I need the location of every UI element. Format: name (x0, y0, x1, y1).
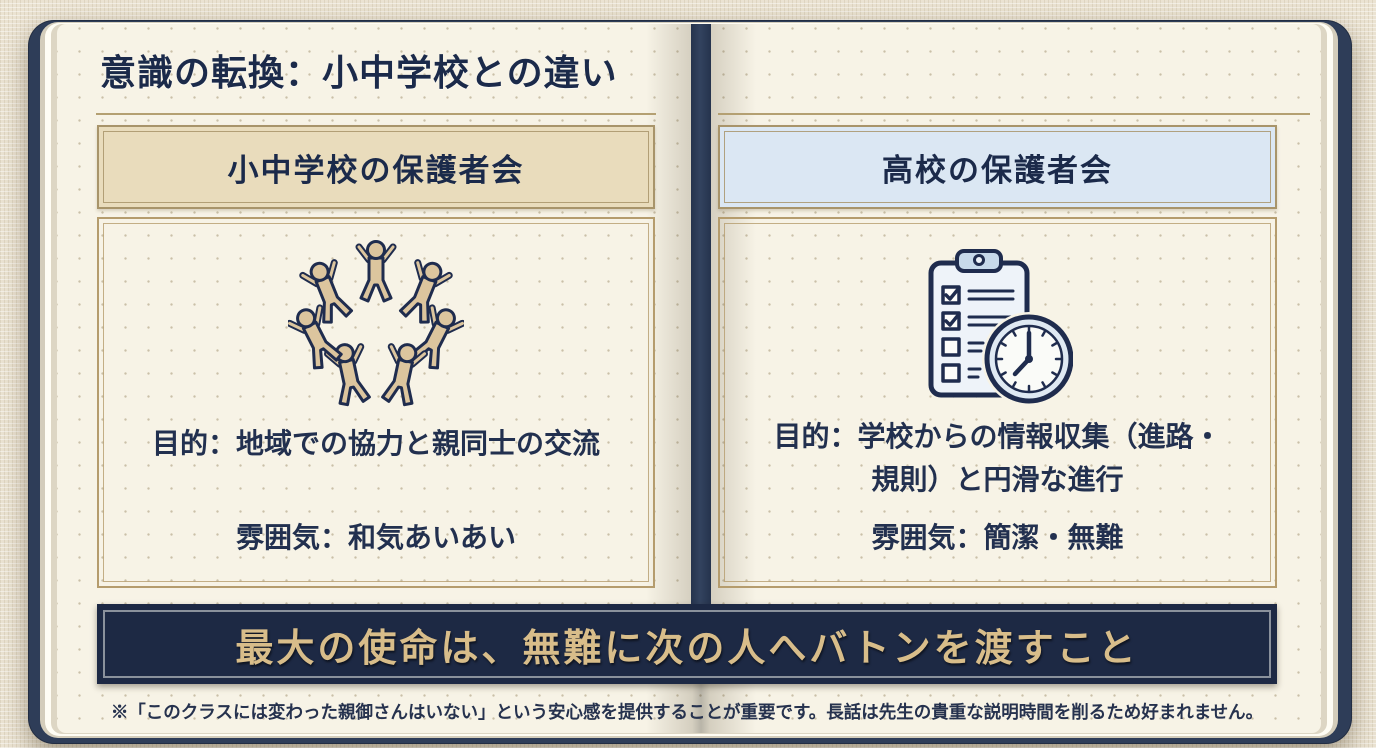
people-circle-icon (286, 233, 466, 416)
page-title: 意識の転換：小中学校との違い (100, 53, 618, 93)
left-purpose-text: 目的：地域での協力と親同士の交流 (151, 428, 600, 459)
title-underline-right (718, 113, 1310, 115)
clipboard-clock-icon (923, 247, 1076, 414)
footnote-text: ※「このクラスには変わった親御さんはいない」という安心感を提供することが重要です… (110, 702, 1264, 722)
right-purpose-text: 目的：学校からの情報収集（進路・規則）と円滑な進行 (773, 421, 1222, 496)
left-panel-title: 小中学校の保護者会 (227, 152, 525, 188)
right-panel-header: 高校の保護者会 (718, 125, 1277, 209)
left-panel-body: 目的：地域での協力と親同士の交流 雰囲気：和気あいあい (97, 217, 655, 588)
mission-banner-text: 最大の使命は、無難に次の人へバトンを渡すこと (235, 627, 1139, 670)
left-atmosphere-text: 雰囲気：和気あいあい (235, 522, 516, 553)
right-panel-title: 高校の保護者会 (882, 152, 1113, 188)
spine-ribbon (691, 24, 711, 646)
right-atmosphere-text: 雰囲気：簡潔・無難 (871, 522, 1124, 553)
title-underline-left (96, 113, 656, 115)
mission-banner: 最大の使命は、無難に次の人へバトンを渡すこと (97, 604, 1277, 684)
left-panel-header: 小中学校の保護者会 (97, 125, 655, 209)
right-panel-body: 目的：学校からの情報収集（進路・規則）と円滑な進行 雰囲気：簡潔・無難 (718, 217, 1277, 588)
